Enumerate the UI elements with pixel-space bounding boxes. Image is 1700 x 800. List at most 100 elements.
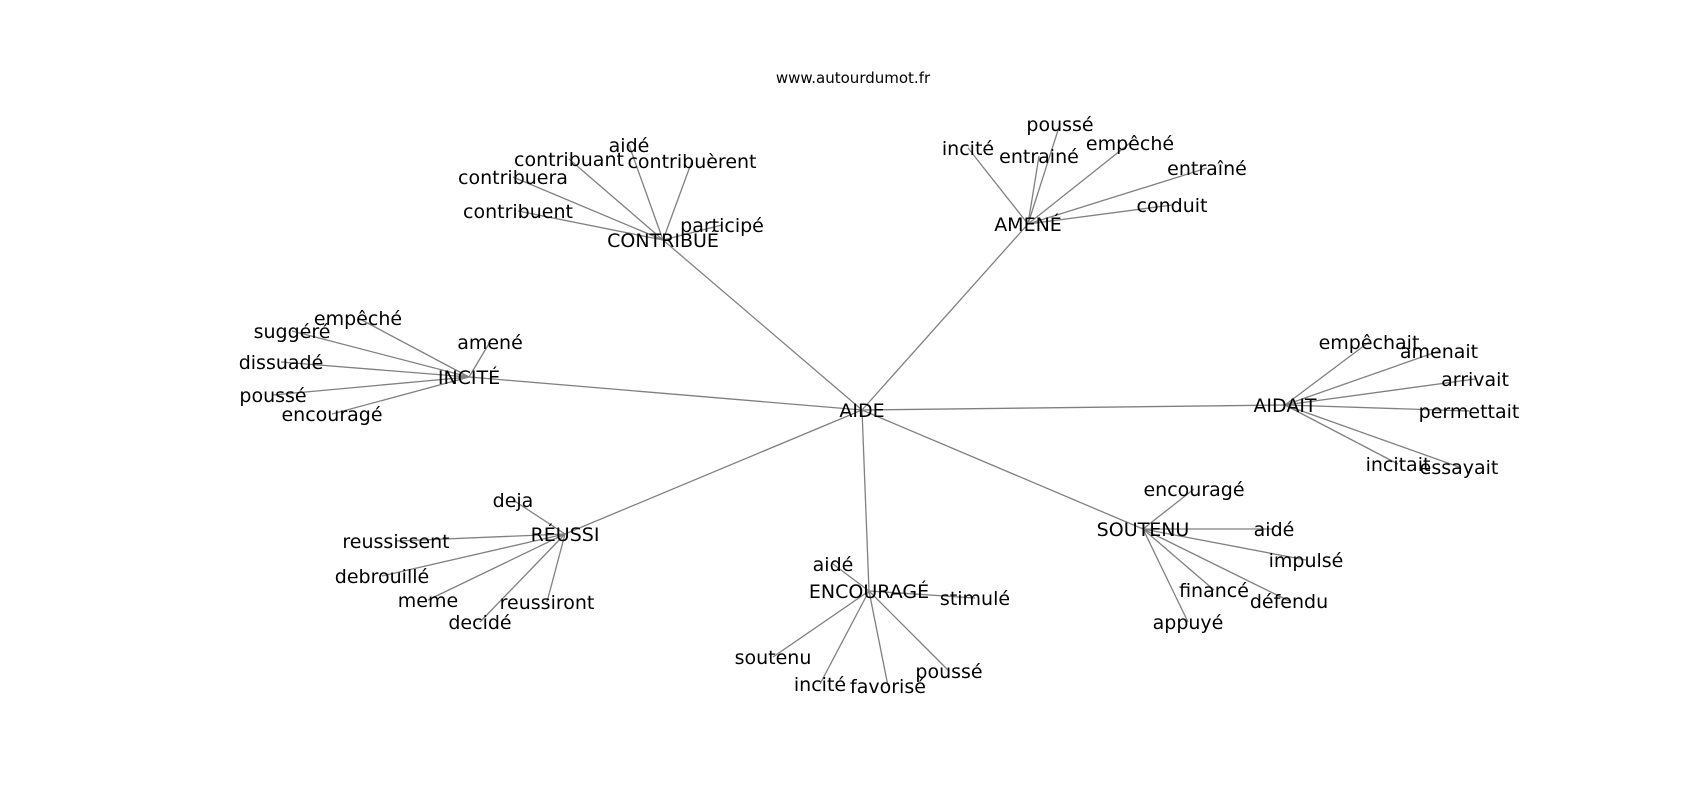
leaf-word[interactable]: entrainé bbox=[999, 146, 1079, 168]
leaf-word[interactable]: financé bbox=[1179, 580, 1249, 602]
edge-hub-leaf bbox=[468, 341, 491, 378]
edge-hub-leaf bbox=[568, 158, 664, 241]
leaf-word[interactable]: arrivait bbox=[1441, 369, 1509, 391]
leaf-word[interactable]: meme bbox=[398, 590, 458, 612]
leaf-word[interactable]: decidé bbox=[448, 612, 511, 634]
edge-hub-leaf bbox=[272, 376, 470, 396]
edge-hub-leaf bbox=[546, 533, 566, 603]
root-word[interactable]: AIDE bbox=[839, 400, 884, 422]
source-watermark: www.autourdumot.fr bbox=[776, 69, 931, 87]
edge-hub-leaf bbox=[512, 176, 664, 241]
leaf-word[interactable]: incité bbox=[942, 138, 994, 160]
leaf-word[interactable]: encouragé bbox=[1143, 479, 1244, 501]
leaf-word[interactable]: reussiront bbox=[500, 592, 595, 614]
leaf-word[interactable]: contribuèrent bbox=[627, 151, 756, 173]
leaf-word[interactable]: favorisé bbox=[850, 676, 926, 698]
leaf-word[interactable]: contribuera bbox=[458, 167, 568, 189]
hub-word[interactable]: INCITÉ bbox=[438, 366, 500, 389]
edge-hub-leaf bbox=[381, 533, 566, 577]
leaf-word[interactable]: incitait bbox=[1366, 454, 1431, 476]
edge-hub-leaf bbox=[1284, 341, 1370, 406]
edge-hub-leaf bbox=[1142, 528, 1307, 561]
leaf-word[interactable]: incité bbox=[794, 674, 846, 696]
edge-root-hub bbox=[861, 409, 870, 592]
leaf-word[interactable]: aidé bbox=[1254, 519, 1295, 541]
edge-hub-leaf bbox=[357, 317, 470, 378]
leaf-word[interactable]: essayait bbox=[1420, 457, 1499, 479]
leaf-word[interactable]: entraîné bbox=[1167, 158, 1247, 180]
leaf-word[interactable]: reussissent bbox=[342, 531, 449, 553]
leaf-word[interactable]: dissuadé bbox=[239, 352, 324, 374]
edge-hub-leaf bbox=[427, 533, 566, 601]
edge-hub-leaf bbox=[772, 590, 870, 658]
edge-hub-leaf bbox=[1027, 204, 1173, 225]
edge-hub-leaf bbox=[1142, 528, 1290, 602]
edge-hub-leaf bbox=[967, 147, 1029, 225]
edge-hub-leaf bbox=[1027, 123, 1061, 225]
edge-hub-leaf bbox=[1027, 142, 1131, 225]
edge-hub-leaf bbox=[1142, 528, 1189, 623]
edge-hub-leaf bbox=[662, 224, 723, 241]
hub-word[interactable]: AMENÉ bbox=[994, 213, 1062, 236]
leaf-word[interactable]: aidé bbox=[813, 554, 854, 576]
leaf-word[interactable]: suggéré bbox=[254, 321, 331, 343]
leaf-word[interactable]: contribuent bbox=[463, 201, 573, 223]
leaf-word[interactable]: encouragé bbox=[281, 404, 382, 426]
edge-hub-leaf bbox=[868, 590, 950, 672]
edge-hub-leaf bbox=[832, 563, 870, 592]
leaf-word[interactable]: défendu bbox=[1250, 591, 1328, 613]
edge-hub-leaf bbox=[291, 330, 470, 378]
labels: www.autourdumot.fr AIDECONTRIBUÉaidécont… bbox=[239, 69, 1520, 698]
leaf-word[interactable]: amenait bbox=[1400, 341, 1478, 363]
hub-word[interactable]: CONTRIBUÉ bbox=[607, 229, 719, 252]
edge-hub-leaf bbox=[868, 590, 976, 599]
edge-hub-leaf bbox=[1142, 528, 1215, 591]
edge-root-hub bbox=[662, 239, 863, 411]
edge-hub-leaf bbox=[1284, 404, 1399, 465]
edge-hub-leaf bbox=[1027, 167, 1208, 225]
leaf-word[interactable]: poussé bbox=[915, 661, 982, 683]
leaf-word[interactable]: empêché bbox=[314, 308, 402, 330]
leaf-word[interactable]: conduit bbox=[1137, 195, 1208, 217]
leaf-word[interactable]: permettait bbox=[1419, 401, 1520, 423]
hub-word[interactable]: SOUTENU bbox=[1097, 519, 1190, 541]
edge-hub-leaf bbox=[1284, 378, 1476, 406]
leaf-word[interactable]: impulsé bbox=[1269, 550, 1344, 572]
edge-hub-leaf bbox=[479, 533, 566, 623]
leaf-word[interactable]: contribuant bbox=[514, 149, 624, 171]
leaf-word[interactable]: empêchait bbox=[1319, 332, 1420, 354]
edge-hub-leaf bbox=[819, 590, 870, 685]
edge-root-hub bbox=[564, 409, 863, 535]
leaf-word[interactable]: deja bbox=[493, 490, 534, 512]
edge-hub-leaf bbox=[1284, 404, 1460, 468]
edge-hub-leaf bbox=[1284, 404, 1470, 412]
edge-hub-leaf bbox=[517, 210, 664, 241]
edges bbox=[272, 123, 1476, 687]
edge-hub-leaf bbox=[1027, 155, 1040, 225]
edge-hub-leaf bbox=[395, 533, 566, 542]
hub-word[interactable]: ENCOURAGÉ bbox=[809, 580, 929, 603]
leaf-word[interactable]: soutenu bbox=[735, 647, 812, 669]
leaf-word[interactable]: empêché bbox=[1086, 133, 1174, 155]
edge-hub-leaf bbox=[331, 376, 470, 415]
edge-root-hub bbox=[468, 376, 863, 411]
leaf-word[interactable]: aidé bbox=[609, 135, 650, 157]
leaf-word[interactable]: participé bbox=[680, 215, 764, 237]
edge-hub-leaf bbox=[280, 361, 470, 378]
edge-hub-leaf bbox=[1284, 350, 1440, 406]
leaf-word[interactable]: amené bbox=[457, 332, 523, 354]
edge-hub-leaf bbox=[512, 499, 566, 535]
leaf-word[interactable]: poussé bbox=[1026, 114, 1093, 136]
leaf-word[interactable]: poussé bbox=[239, 385, 306, 407]
edge-root-hub bbox=[861, 223, 1029, 411]
leaf-word[interactable]: debrouillé bbox=[335, 566, 429, 588]
edge-hub-leaf bbox=[628, 144, 664, 241]
edge-hub-leaf bbox=[1142, 488, 1195, 530]
hub-word[interactable]: AIDAIT bbox=[1253, 395, 1316, 417]
hub-word[interactable]: RÉUSSI bbox=[531, 523, 600, 546]
edge-root-hub bbox=[861, 404, 1286, 411]
leaf-word[interactable]: appuyé bbox=[1153, 612, 1224, 634]
edge-root-hub bbox=[861, 409, 1144, 530]
edge-hub-leaf bbox=[868, 590, 889, 687]
leaf-word[interactable]: stimulé bbox=[940, 588, 1010, 610]
